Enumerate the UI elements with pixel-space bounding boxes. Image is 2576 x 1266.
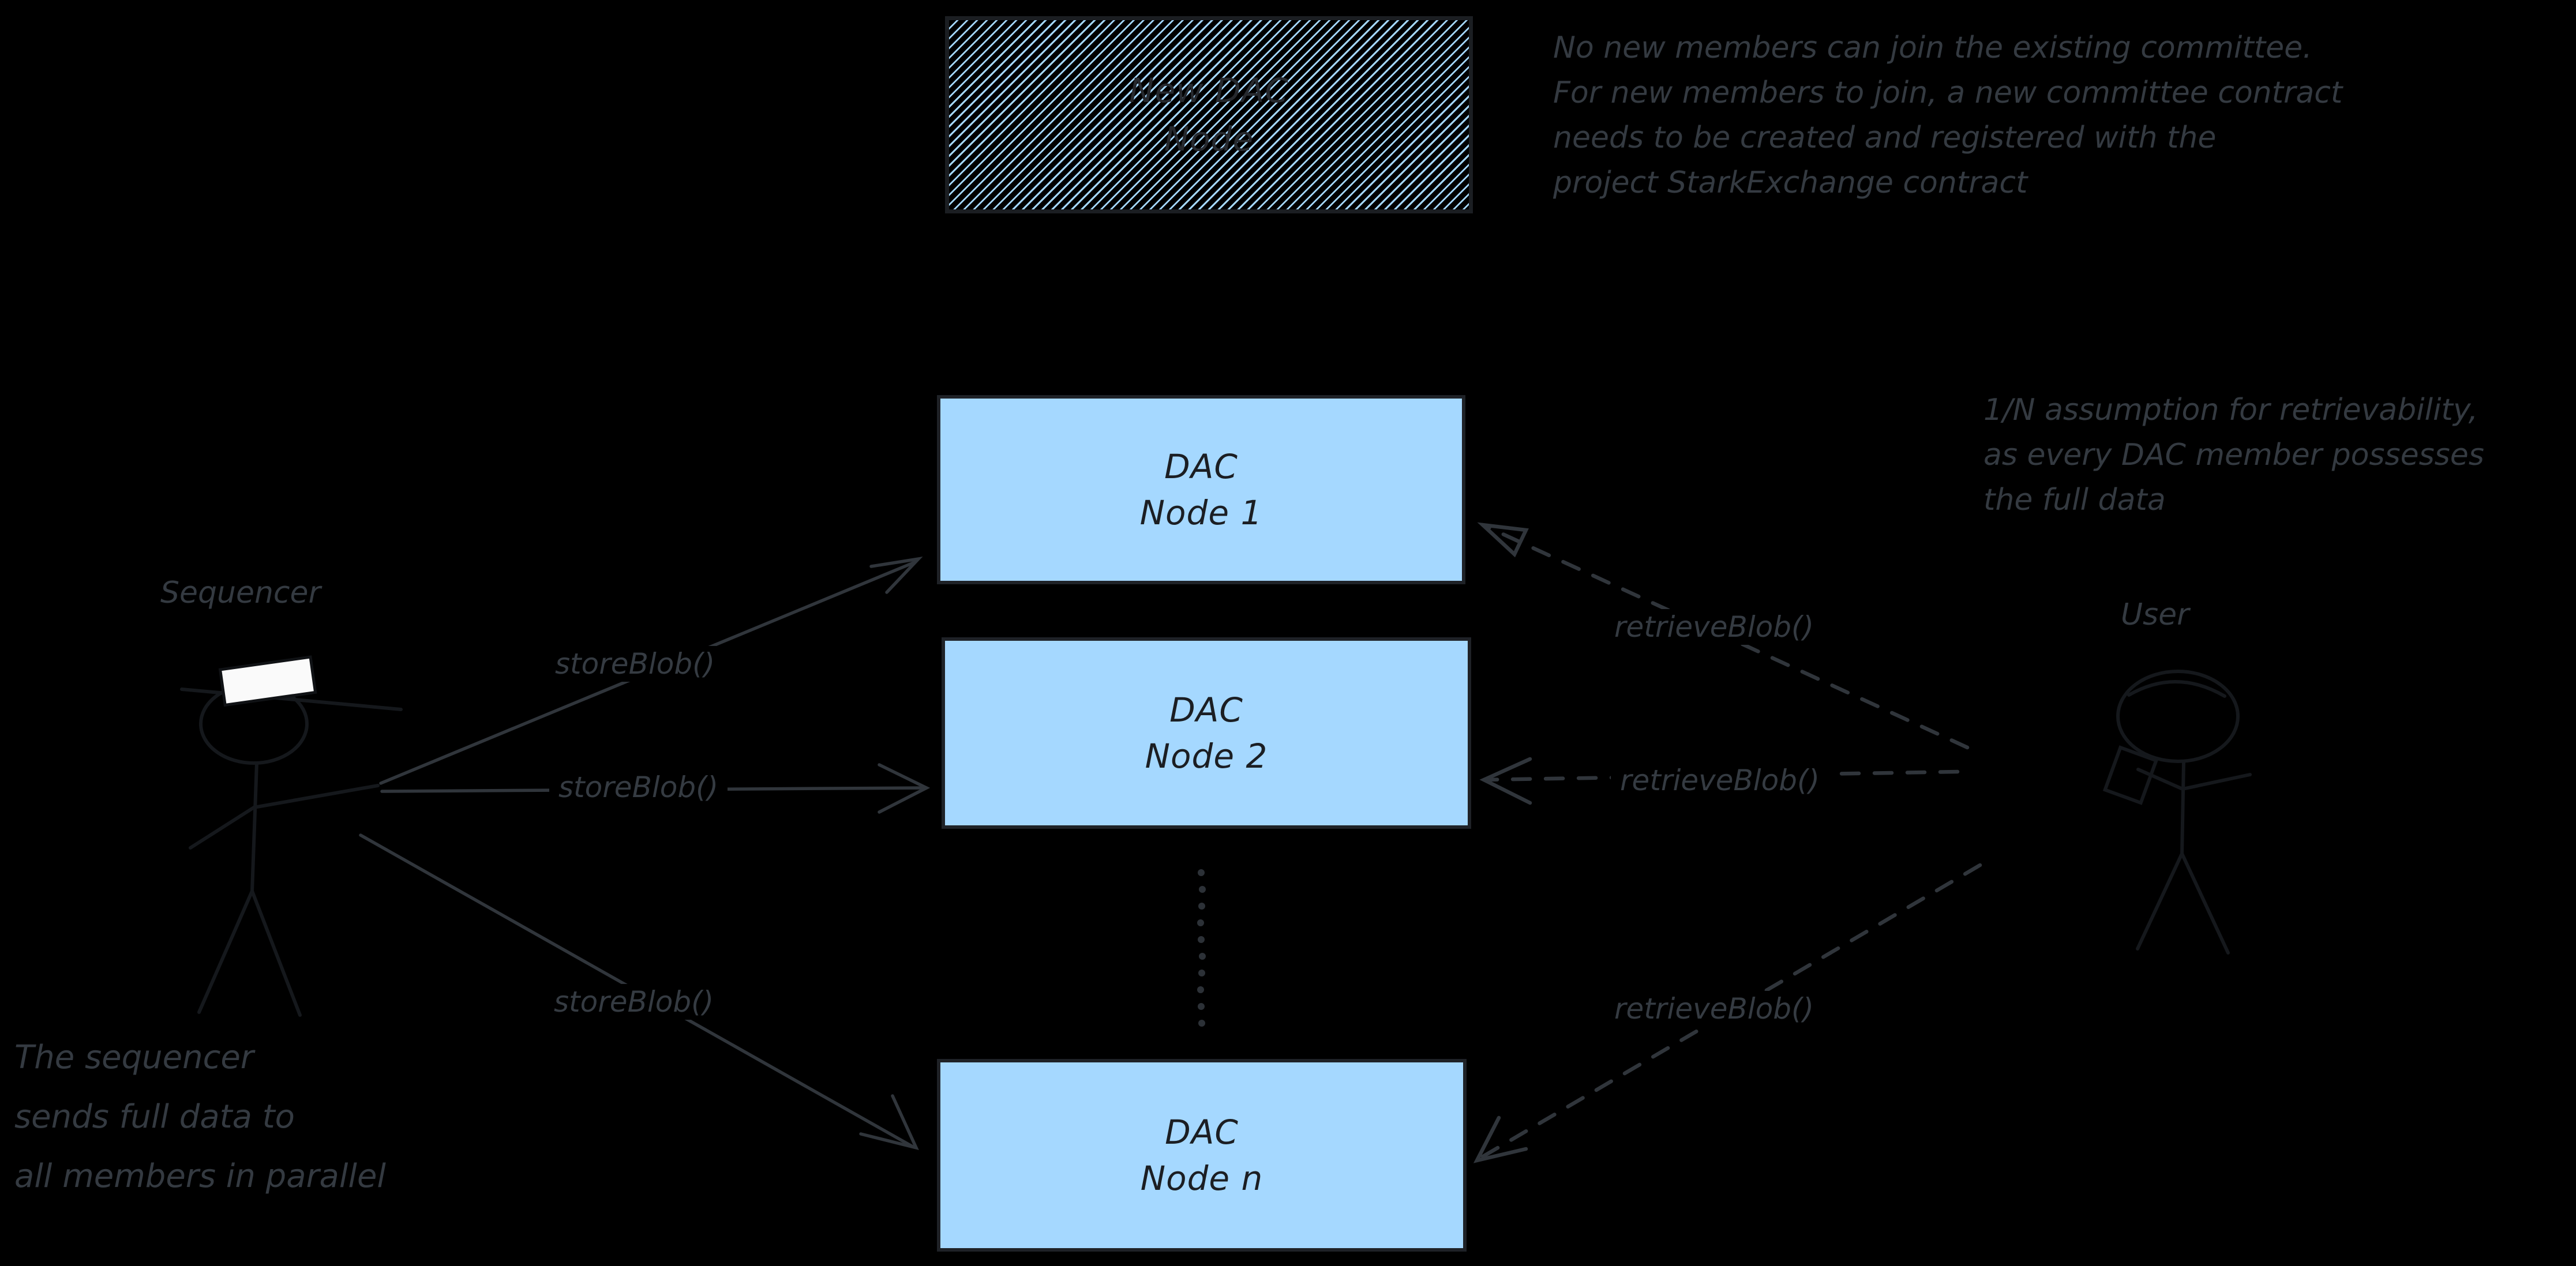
new-dac-node-box: New DAC Node [945, 16, 1473, 213]
retrieve-blob-label-1: retrieveBlob() [1605, 609, 1824, 645]
retrievability-note-line: 1/N assumption for retrievability, [1983, 393, 2478, 427]
committee-note: No new members can join the existing com… [1553, 25, 2342, 205]
retrievability-note-line: as every DAC member possesses [1983, 438, 2484, 472]
store-blob-label-2: storeBlob() [549, 769, 728, 805]
sequencer-note-line: The sequencer [14, 1039, 254, 1076]
sequencer-note-line: all members in parallel [14, 1158, 386, 1195]
dac-node-1-line2: Node 1 [1139, 493, 1263, 532]
sequencer-note-line: sends full data to [14, 1098, 295, 1136]
more-nodes-dotted-icon [1197, 869, 1206, 1027]
committee-note-line: No new members can join the existing com… [1553, 31, 2312, 65]
dac-node-n-line2: Node n [1140, 1159, 1263, 1198]
committee-note-line: needs to be created and registered with … [1553, 121, 2217, 155]
dac-node-1-line1: DAC [1164, 447, 1238, 486]
retrieve-blob-arrowheads-icon [1473, 522, 1532, 1163]
sequencer-label: Sequencer [160, 576, 321, 610]
retrievability-note: 1/N assumption for retrievability, as ev… [1983, 388, 2484, 523]
user-figure-icon [2102, 670, 2252, 955]
retrievability-note-line: the full data [1983, 483, 2166, 517]
dac-node-2-line2: Node 2 [1145, 737, 1268, 776]
new-dac-node-label-line2: Node [1164, 119, 1254, 159]
retrieve-blob-label-2: retrieveBlob() [1611, 762, 1829, 798]
user-label: User [2121, 598, 2189, 632]
dac-node-1-box: DAC Node 1 [937, 395, 1465, 584]
dac-node-2-box: DAC Node 2 [942, 637, 1471, 829]
dac-node-n-box: DAC Node n [937, 1059, 1467, 1252]
dac-node-n-line1: DAC [1165, 1113, 1239, 1152]
retrieve-blob-label-3: retrieveBlob() [1605, 991, 1824, 1027]
store-blob-label-3: storeBlob() [545, 984, 723, 1020]
dac-node-2-line1: DAC [1169, 690, 1243, 730]
new-dac-node-label-line1: New DAC [1129, 71, 1289, 110]
store-blob-label-1: storeBlob() [546, 646, 725, 682]
committee-note-line: For new members to join, a new committee… [1553, 76, 2343, 110]
sequencer-note: The sequencer sends full data to all mem… [14, 1028, 386, 1206]
committee-note-line: project StarkExchange contract [1553, 166, 2028, 200]
sequencer-hat-icon [218, 655, 317, 707]
sequencer-figure-icon [180, 683, 403, 1017]
